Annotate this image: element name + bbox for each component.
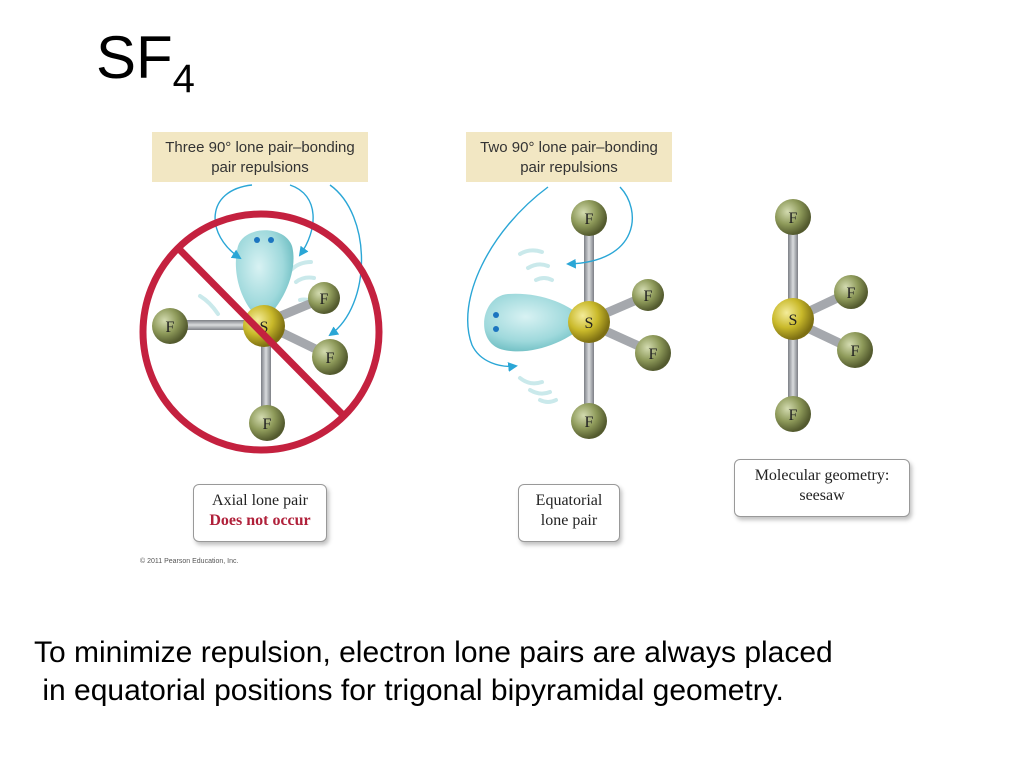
molecular-geometry-card: Molecular geometry: seesaw [734, 459, 910, 517]
atom-label-f: F [644, 288, 653, 305]
atom-label-f: F [649, 346, 658, 363]
title-main: SF [96, 24, 173, 91]
caption-line: in equatorial positions for trigonal bip… [34, 674, 784, 707]
fluorine-atom [312, 339, 348, 375]
axial-lone-pair-card: Axial lone pair Does not occur [193, 484, 327, 542]
axial-molecule: F F F F S [139, 184, 383, 454]
repulsion-arrow [328, 184, 363, 337]
lone-pair-electron-dot [254, 237, 260, 243]
sulfur-atom [568, 301, 610, 343]
axial-lone-pair-lobe [235, 230, 294, 322]
fluorine-atom [635, 335, 671, 371]
card-line: Equatorial [535, 492, 603, 509]
does-not-occur-text: Does not occur [209, 512, 311, 529]
equatorial-molecule: F F F F S [467, 186, 671, 439]
title-subscript: 4 [172, 57, 195, 101]
lone-pair-electron-dot [268, 237, 274, 243]
label-line: Three 90° lone pair–bonding [165, 139, 355, 156]
equatorial-lone-pair-card: Equatorial lone pair [518, 484, 620, 542]
fluorine-atom [775, 199, 811, 235]
atom-label-s: S [260, 319, 269, 336]
fluorine-atom [152, 308, 188, 344]
equatorial-repulsion-label: Two 90° lone pair–bonding pair repulsion… [466, 132, 672, 182]
caption-line: To minimize repulsion, electron lone pai… [34, 636, 833, 669]
fluorine-atom [775, 396, 811, 432]
atom-label-f: F [585, 414, 594, 431]
prohibition-sign [139, 210, 383, 454]
bond-up [788, 218, 798, 320]
copyright-notice: © 2011 Pearson Education, Inc. [140, 558, 239, 565]
fluorine-atom [837, 332, 873, 368]
label-line: Two 90° lone pair–bonding [480, 139, 658, 156]
sulfur-atom [772, 298, 814, 340]
repulsion-arrow [467, 186, 549, 372]
atom-label-f: F [166, 319, 175, 336]
equatorial-lone-pair-lobe [484, 293, 588, 352]
label-line: pair repulsions [520, 159, 618, 176]
repulsion-arrows [214, 184, 363, 337]
atom-label-f: F [847, 285, 856, 302]
bond-down [788, 320, 798, 416]
repulsion-arrow [289, 184, 314, 257]
slide-title: SF4 [96, 28, 195, 100]
fluorine-atom [632, 279, 664, 311]
fluorine-atom [571, 403, 607, 439]
fluorine-atom [834, 275, 868, 309]
seesaw-molecule: F F F F S [772, 199, 873, 432]
fluorine-atom [571, 200, 607, 236]
bond-down [584, 322, 594, 422]
repulsion-arrow [214, 184, 253, 260]
axial-repulsion-label: Three 90° lone pair–bonding pair repulsi… [152, 132, 368, 182]
bond-down [261, 322, 271, 422]
fluorine-atom [249, 405, 285, 441]
atom-label-s: S [585, 315, 594, 332]
atom-label-f: F [585, 211, 594, 228]
repulsion-arrow [566, 186, 633, 269]
atom-label-f: F [263, 416, 272, 433]
lone-pair-electron-dot [493, 312, 499, 318]
card-line: seesaw [799, 487, 845, 504]
bond-up [584, 218, 594, 322]
lone-pair-electron-dot [493, 326, 499, 332]
atom-label-f: F [789, 407, 798, 424]
atom-label-f: F [789, 210, 798, 227]
slide-caption: To minimize repulsion, electron lone pai… [34, 634, 994, 710]
repulsion-arrows [467, 186, 633, 372]
fluorine-atom [308, 282, 340, 314]
card-line: lone pair [540, 512, 598, 529]
repulsion-wisps [518, 248, 558, 404]
atom-label-f: F [326, 350, 335, 367]
atom-label-s: S [789, 312, 798, 329]
atom-label-f: F [320, 291, 329, 308]
sulfur-atom [243, 305, 285, 347]
card-line: Axial lone pair [212, 492, 308, 509]
atom-label-f: F [851, 343, 860, 360]
card-line: Molecular geometry: [754, 467, 890, 484]
bond-left [172, 320, 262, 330]
label-line: pair repulsions [211, 159, 309, 176]
